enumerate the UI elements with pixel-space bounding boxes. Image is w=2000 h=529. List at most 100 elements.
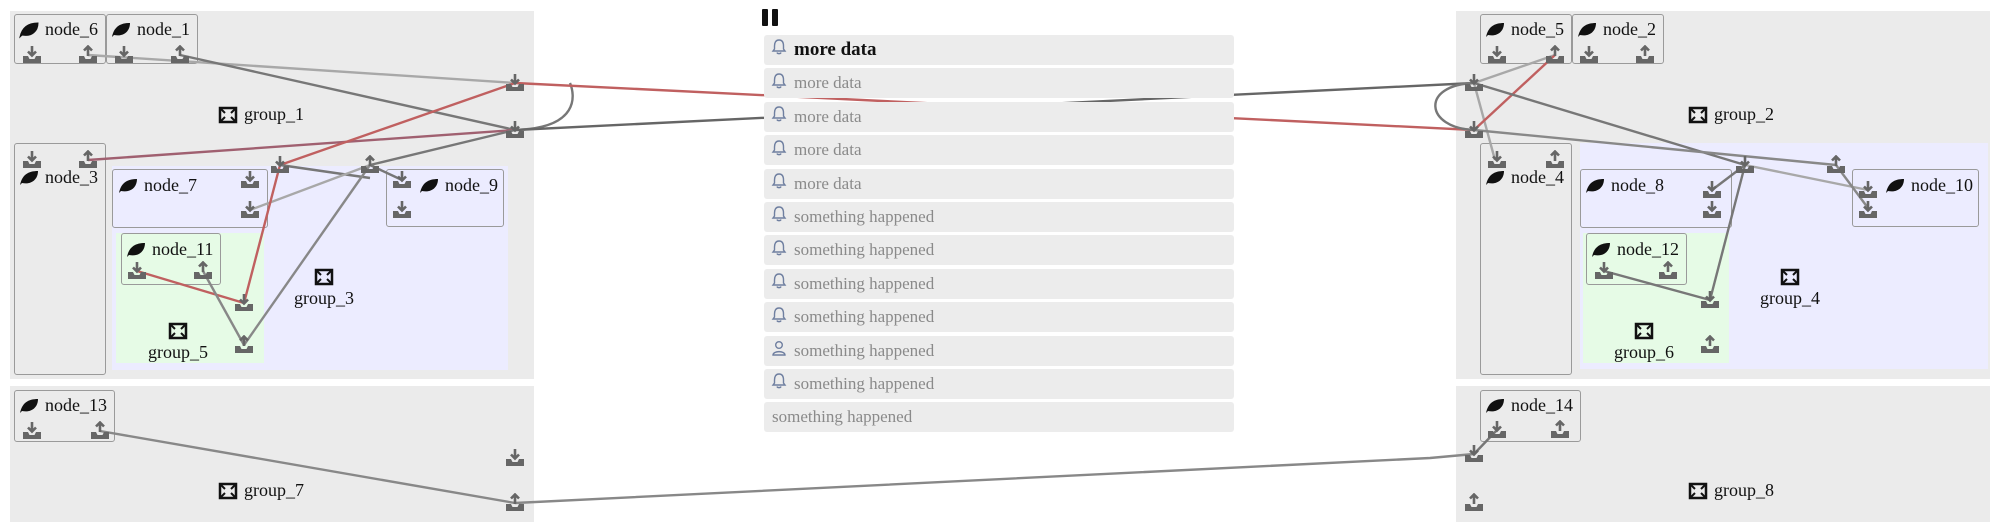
leaf-icon	[119, 178, 137, 193]
node-9-label: node_9	[418, 175, 498, 196]
inbox-out-icon[interactable]	[89, 420, 111, 441]
inbox-out-icon[interactable]	[1544, 149, 1566, 170]
bell-icon	[770, 272, 788, 295]
log-entry-text: more data	[794, 73, 862, 93]
log-entry[interactable]: more data	[764, 135, 1234, 166]
node-12-label: node_12	[1590, 239, 1679, 260]
inbox-out-icon[interactable]	[1544, 44, 1566, 65]
frame-icon	[168, 322, 188, 340]
inbox-in-icon[interactable]	[126, 261, 148, 281]
bell-icon	[770, 205, 788, 228]
node-2[interactable]	[1572, 14, 1664, 64]
inbox-in-icon[interactable]	[21, 150, 43, 170]
pause-bar	[772, 9, 778, 26]
log-entry[interactable]: something happened	[764, 235, 1234, 266]
inbox-in-icon[interactable]	[239, 170, 261, 190]
group-2-name: group_2	[1714, 104, 1774, 124]
bell-icon	[770, 105, 788, 128]
inbox-out-icon[interactable]	[77, 149, 99, 170]
inbox-in-icon[interactable]	[1463, 444, 1485, 464]
inbox-out-icon[interactable]	[504, 492, 526, 513]
inbox-in-icon[interactable]	[1486, 45, 1508, 65]
group-8-label: group_8	[1688, 480, 1774, 501]
node-3[interactable]	[14, 143, 106, 375]
inbox-in-icon[interactable]	[21, 421, 43, 441]
frame-icon	[1780, 268, 1800, 286]
group-8[interactable]	[1456, 386, 1990, 522]
inbox-in-icon[interactable]	[504, 120, 526, 140]
frame-icon	[314, 268, 334, 286]
inbox-in-icon[interactable]	[1463, 73, 1485, 93]
inbox-in-icon[interactable]	[269, 155, 291, 175]
log-entry-text: more data	[794, 140, 862, 160]
node-5-name: node_5	[1511, 19, 1564, 39]
inbox-out-icon[interactable]	[1825, 154, 1847, 175]
pause-button[interactable]	[762, 9, 780, 27]
node-6[interactable]	[14, 14, 106, 64]
node-14[interactable]	[1480, 390, 1581, 442]
node-10-name: node_10	[1911, 175, 1973, 195]
inbox-out-icon[interactable]	[1657, 260, 1679, 281]
inbox-in-icon[interactable]	[391, 170, 413, 190]
group-6-label: group_6	[1614, 322, 1674, 363]
node-13[interactable]	[14, 390, 115, 442]
leaf-icon	[420, 178, 438, 193]
inbox-out-icon[interactable]	[1634, 44, 1656, 65]
node-5-label: node_5	[1484, 19, 1564, 40]
bell-icon	[770, 72, 788, 95]
inbox-in-icon[interactable]	[1699, 290, 1721, 310]
inbox-out-icon[interactable]	[1463, 492, 1485, 513]
node-8-label: node_8	[1584, 175, 1664, 196]
group-5-name: group_5	[148, 342, 208, 362]
inbox-in-icon[interactable]	[391, 200, 413, 220]
inbox-out-icon[interactable]	[233, 334, 255, 355]
log-entry[interactable]: something happened	[764, 268, 1234, 299]
inbox-in-icon[interactable]	[1593, 261, 1615, 281]
bell-icon	[770, 172, 788, 195]
leaf-icon	[127, 242, 145, 257]
inbox-out-icon[interactable]	[169, 44, 191, 65]
inbox-out-icon[interactable]	[192, 260, 214, 281]
inbox-out-icon[interactable]	[1699, 334, 1721, 355]
inbox-out-icon[interactable]	[359, 154, 381, 175]
inbox-in-icon[interactable]	[1734, 155, 1756, 175]
log-entry[interactable]: more data	[764, 101, 1234, 132]
node-9-name: node_9	[445, 175, 498, 195]
inbox-in-icon[interactable]	[113, 45, 135, 65]
node-11-label: node_11	[125, 239, 213, 260]
log-entry[interactable]: more data	[764, 168, 1234, 199]
inbox-out-icon[interactable]	[1549, 419, 1571, 440]
log-entry[interactable]: something happened	[764, 302, 1234, 333]
inbox-in-icon[interactable]	[1463, 120, 1485, 140]
group-4-name: group_4	[1760, 288, 1820, 308]
log-entry[interactable]: something happened	[764, 368, 1234, 399]
log-entry[interactable]: more data	[764, 35, 1234, 65]
group-5-label: group_5	[148, 322, 208, 363]
log-entry[interactable]: something happened	[764, 402, 1234, 433]
inbox-in-icon[interactable]	[1857, 200, 1879, 220]
inbox-in-icon[interactable]	[239, 200, 261, 220]
inbox-in-icon[interactable]	[504, 448, 526, 468]
inbox-in-icon[interactable]	[504, 73, 526, 93]
inbox-in-icon[interactable]	[1578, 45, 1600, 65]
group-1-name: group_1	[244, 104, 304, 124]
inbox-in-icon[interactable]	[21, 45, 43, 65]
inbox-in-icon[interactable]	[1486, 420, 1508, 440]
node-9[interactable]	[386, 169, 504, 227]
log-entry[interactable]: something happened	[764, 335, 1234, 366]
node-1-name: node_1	[137, 19, 190, 39]
inbox-in-icon[interactable]	[1486, 150, 1508, 170]
inbox-in-icon[interactable]	[1701, 200, 1723, 220]
node-12-name: node_12	[1617, 239, 1679, 259]
inbox-in-icon[interactable]	[1857, 180, 1879, 200]
node-2-name: node_2	[1603, 19, 1656, 39]
log-entry[interactable]: more data	[764, 68, 1234, 99]
log-entry-text: more data	[794, 106, 862, 126]
log-entry-text: something happened	[794, 273, 935, 293]
inbox-in-icon[interactable]	[1701, 180, 1723, 200]
inbox-out-icon[interactable]	[77, 44, 99, 65]
frame-icon	[218, 106, 238, 123]
inbox-in-icon[interactable]	[233, 293, 255, 313]
log-entry[interactable]: something happened	[764, 201, 1234, 232]
pause-bar	[762, 9, 768, 26]
